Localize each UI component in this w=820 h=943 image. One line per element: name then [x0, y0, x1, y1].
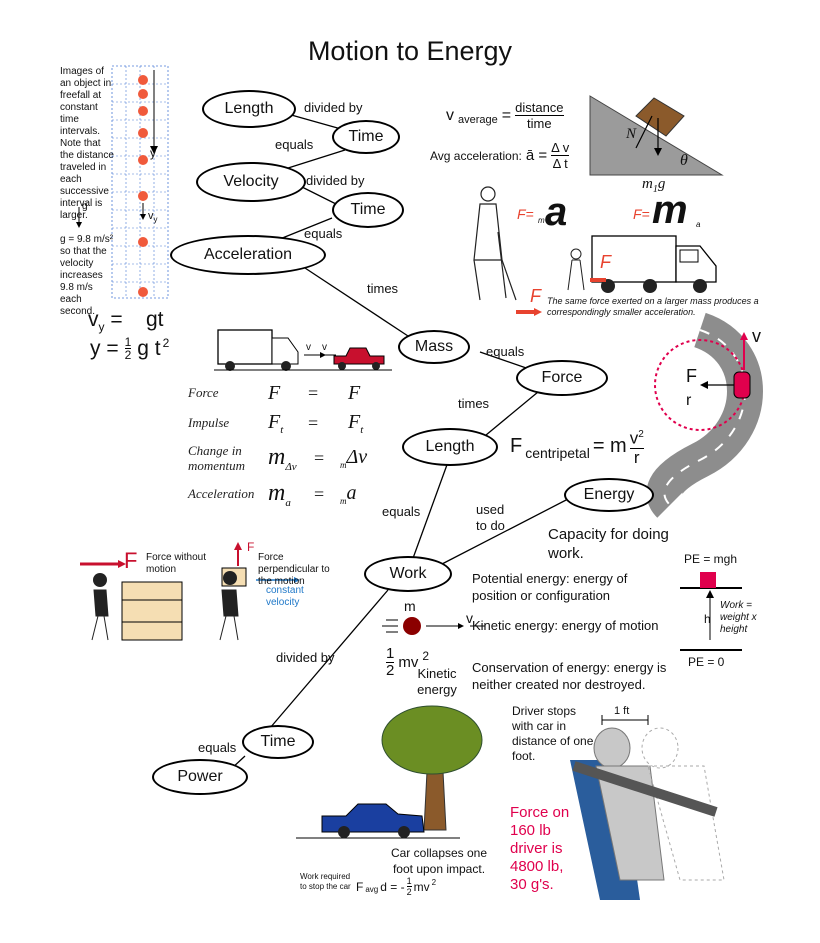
newton-f4: F	[530, 286, 541, 306]
freefall-grid	[76, 65, 169, 299]
newton-a2: a	[696, 220, 701, 229]
link-equals-4: equals	[382, 504, 421, 519]
work-f2: F	[247, 540, 255, 554]
node-length-2[interactable]: Length	[402, 428, 498, 466]
connector-lines	[229, 108, 571, 771]
incline-theta-label: θ	[680, 152, 688, 169]
ke-m-label: m	[404, 598, 416, 614]
link-equals-1: equals	[275, 137, 314, 152]
incline-n-label: N	[626, 126, 637, 142]
impulse-table: Force F = F Impulse Ft = Ft Change in mo…	[188, 378, 408, 510]
pe-work-label: Work = weight x height	[720, 600, 757, 635]
pe-diagram	[680, 572, 742, 651]
crash-work-req-label: Work required to stop the car	[300, 872, 351, 891]
link-divided-by-2: divided by	[306, 173, 365, 188]
newton-f1: F=	[517, 206, 534, 222]
impulse-row-impulse: Impulse Ft = Ft	[188, 410, 364, 436]
freefall-caption: Images of an object in freefall at const…	[60, 66, 114, 221]
newton-a1: a	[545, 190, 568, 234]
impulse-trucks	[214, 329, 392, 371]
link-times-2: times	[458, 396, 490, 411]
crash-driver-label: Driver stops with car in distance of one…	[512, 704, 594, 763]
node-energy[interactable]: Energy	[564, 478, 654, 512]
crash-collapse-label: Car collapses one foot upon impact.	[390, 846, 488, 876]
freefall-g-value: g = 9.8 m/s² so that the velocity increa…	[60, 234, 114, 317]
energy-capacity: Capacity for doing work.	[548, 526, 669, 562]
link-equals-5: equals	[198, 740, 237, 755]
centripetal-f-label: F	[686, 366, 697, 386]
small-truck-newton	[516, 235, 717, 316]
energy-potential: Potential energy: energy of position or …	[472, 571, 628, 603]
link-divided-by-3: divided by	[276, 650, 335, 665]
crash-scene	[296, 705, 483, 839]
node-time-3[interactable]: Time	[242, 725, 314, 759]
node-power[interactable]: Power	[152, 759, 248, 795]
newton-m2: m	[652, 188, 688, 232]
work-f1: F	[124, 548, 138, 573]
kinetic-ball	[382, 617, 485, 635]
node-time-2[interactable]: Time	[332, 192, 404, 228]
impulse-row-force: Force F = F	[188, 381, 361, 404]
node-mass[interactable]: Mass	[398, 330, 470, 364]
golfer-drawing	[473, 186, 517, 301]
crash-force-label: Force on 160 lb driver is 4800 lb, 30 g'…	[510, 804, 570, 893]
truck-v2: v	[322, 342, 327, 353]
node-velocity[interactable]: Velocity	[196, 162, 306, 202]
centripetal-r-label: r	[686, 392, 692, 409]
node-work[interactable]: Work	[364, 556, 452, 592]
node-length-1[interactable]: Length	[202, 90, 296, 128]
crash-ft-label: 1 ft	[614, 705, 630, 717]
newton-f3: F	[600, 252, 611, 272]
link-divided-by-1: divided by	[304, 100, 363, 115]
pe-bottom-label: PE = 0	[688, 655, 725, 669]
curved-road	[646, 312, 763, 518]
centripetal-v-label: v	[752, 326, 761, 346]
link-used-to-do: used to do	[476, 502, 505, 533]
impulse-row-momentum: Change in momentum mΔv = mΔv	[188, 443, 368, 473]
link-times-1: times	[367, 281, 399, 296]
incline-mg-label: m1g	[642, 176, 666, 195]
work-figures	[80, 542, 300, 641]
freefall-y-label: y	[150, 146, 156, 160]
ke-v-label: v	[466, 610, 473, 626]
pe-h-label: h	[704, 612, 711, 626]
freefall-g-label: g	[82, 201, 88, 212]
pe-top-label: PE = mgh	[684, 552, 738, 566]
newton-f2: F=	[633, 206, 650, 222]
page-title: Motion to Energy	[307, 36, 513, 66]
newton-caption: The same force exerted on a larger mass …	[547, 296, 759, 317]
work-label-1: Force without motion	[146, 552, 207, 575]
freefall-eq1: vy = gt	[88, 308, 164, 335]
truck-v1: v	[306, 342, 311, 353]
node-time-1[interactable]: Time	[332, 120, 400, 154]
work-constant-label: constant velocity	[266, 585, 304, 608]
ke-label: Kinetic energy	[417, 666, 457, 697]
node-acceleration[interactable]: Acceleration	[170, 235, 326, 275]
work-label-2: Force perpendicular to the motion	[258, 552, 330, 587]
node-force[interactable]: Force	[516, 360, 608, 396]
link-equals-3: equals	[486, 344, 525, 359]
energy-conservation: Conservation of energy: energy is neithe…	[472, 660, 667, 692]
link-equals-2: equals	[304, 226, 343, 241]
energy-kinetic: Kinetic energy: energy of motion	[472, 618, 659, 633]
incline-drawing	[589, 95, 724, 176]
impulse-row-acceleration: Acceleration ma = ma	[188, 479, 357, 509]
driver-scene	[570, 715, 725, 900]
freefall-vy-label: vy	[148, 210, 158, 225]
newton-m1: m	[538, 216, 545, 225]
